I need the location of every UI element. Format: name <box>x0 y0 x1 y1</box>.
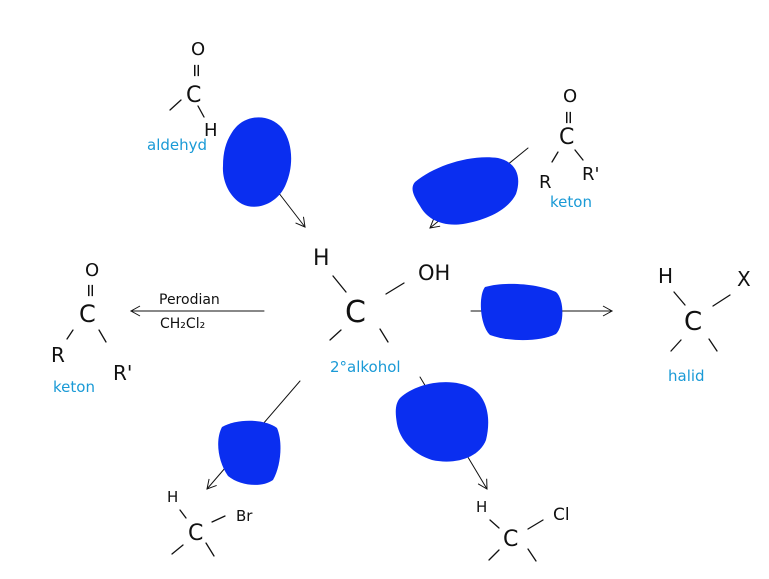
chloride-bond-h <box>489 519 500 529</box>
ketone-top-label: keton <box>550 193 592 211</box>
ketone-left-molecule: O = C R R' keton <box>51 260 132 396</box>
chloride-bond-cl <box>527 519 544 530</box>
bromide-molecule: H C Br <box>167 488 253 557</box>
halide-bond-lower-left <box>670 339 682 352</box>
center-bond-lower-left <box>329 329 342 341</box>
chloride-bond-lower-left <box>488 549 500 561</box>
bromide-bond-lower-right <box>205 542 215 557</box>
halide-bond-x <box>712 294 731 307</box>
ketone-top-c-atom: C <box>559 125 574 150</box>
halide-bond-h <box>673 291 686 306</box>
halide-molecule: H X C halid <box>658 264 751 385</box>
center-h-atom: H <box>313 246 330 271</box>
ketone-top-double-bond: = <box>558 110 579 125</box>
aldehyde-h-atom: H <box>204 120 218 141</box>
bromide-bond-lower-left <box>171 544 184 555</box>
central-alcohol: H C OH 2°alkohol <box>313 246 450 376</box>
halide-bond-lower-right <box>708 338 718 352</box>
aldehyde-double-bond: = <box>186 63 207 78</box>
ketone-left-bond-r <box>66 329 74 340</box>
aldehyde-label: aldehyd <box>147 136 207 154</box>
redaction-scribble-chloride <box>395 382 489 462</box>
reagent-left: Perodian CH₂Cl₂ <box>159 292 220 332</box>
chloride-bond-lower-right <box>527 548 537 562</box>
ketone-left-label: keton <box>53 378 95 396</box>
aldehyde-bond-left <box>169 99 182 111</box>
redaction-scribble-ketone-top <box>412 157 519 225</box>
redaction-scribble-bromide <box>218 420 281 485</box>
chloride-molecule: H C Cl <box>476 498 570 562</box>
ketone-top-o-atom: O <box>563 86 577 107</box>
chloride-c-atom: C <box>503 527 518 552</box>
aldehyde-molecule: O = C H aldehyd <box>147 39 218 154</box>
ketone-left-bond-r2 <box>98 329 107 343</box>
redaction-scribble-aldehyde <box>222 117 292 207</box>
reagent-left-line2: CH₂Cl₂ <box>160 316 205 332</box>
center-oh-group: OH <box>418 261 450 285</box>
bromide-c-atom: C <box>188 521 203 546</box>
ketone-top-r2-atom: R' <box>582 164 599 185</box>
aldehyde-bond-h <box>197 105 205 118</box>
center-bond-oh <box>385 282 405 295</box>
ketone-top-r-atom: R <box>539 172 552 193</box>
ketone-top-molecule: O = C R R' keton <box>539 86 599 211</box>
redaction-scribble-halide <box>480 283 563 341</box>
center-c-atom: C <box>345 295 366 330</box>
bromide-h-atom: H <box>167 488 178 506</box>
chloride-cl-group: Cl <box>553 505 570 525</box>
aldehyde-c-atom: C <box>186 83 201 108</box>
ketone-left-c-atom: C <box>79 300 96 328</box>
aldehyde-o-atom: O <box>191 39 205 60</box>
halide-h-atom: H <box>658 264 673 288</box>
ketone-top-bond-r <box>551 151 559 163</box>
ketone-left-double-bond: = <box>80 283 101 298</box>
center-bond-lower-right <box>379 328 389 343</box>
halide-c-atom: C <box>684 307 702 337</box>
chloride-h-atom: H <box>476 498 487 516</box>
ketone-top-bond-r2 <box>574 149 584 161</box>
ketone-left-o-atom: O <box>85 260 99 281</box>
bromide-bond-h <box>179 509 187 519</box>
reagent-left-line1: Perodian <box>159 292 220 308</box>
bromide-bond-br <box>211 515 226 523</box>
halide-label: halid <box>668 367 705 385</box>
center-bond-h <box>332 275 347 293</box>
center-label: 2°alkohol <box>330 358 401 376</box>
halide-x-atom: X <box>737 267 751 291</box>
ketone-left-r2-atom: R' <box>113 361 132 385</box>
ketone-left-r-atom: R <box>51 343 65 367</box>
redaction-scribbles <box>218 117 563 485</box>
bromide-br-group: Br <box>236 507 253 525</box>
